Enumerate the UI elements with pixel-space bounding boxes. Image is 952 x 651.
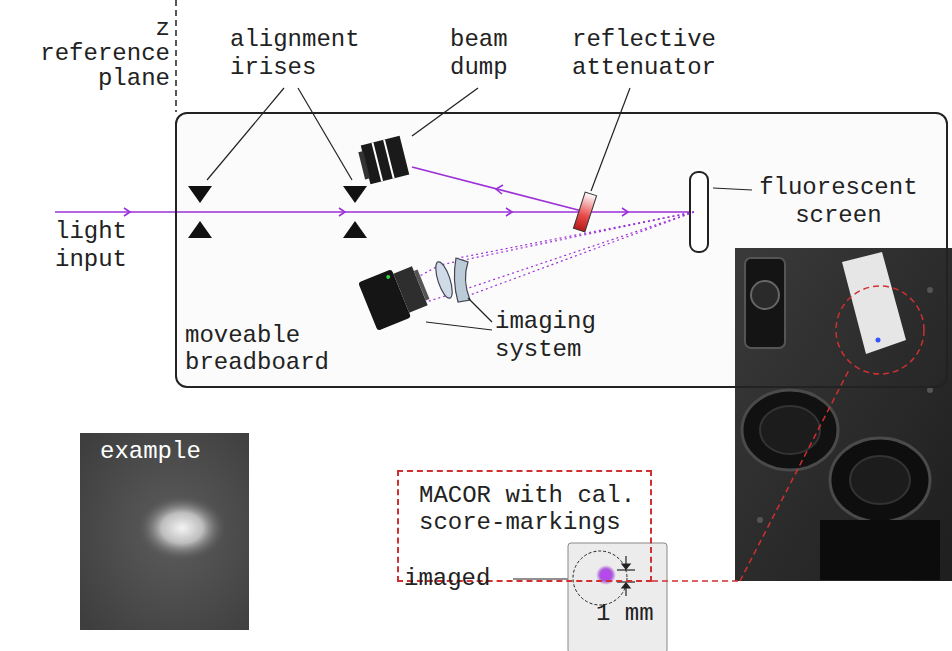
part-label: beam dump — [450, 26, 512, 82]
part-label: fluorescent screen — [757, 174, 920, 230]
example-image-panel: example — [80, 433, 249, 630]
beam-dump-symbol — [357, 136, 409, 185]
zoom-circle — [836, 286, 924, 374]
beam-arrow — [496, 185, 503, 194]
dimension-label: 1 mm — [596, 601, 658, 627]
node-text: MACOR with cal. score-markings — [419, 482, 639, 536]
photo-content — [742, 252, 940, 580]
region-label: imaged — [404, 566, 495, 592]
camera-symbol — [358, 260, 433, 331]
beam-spot — [136, 494, 228, 562]
input-label: light input — [55, 218, 131, 274]
part-label: imaging system — [495, 308, 600, 364]
zoom-line — [652, 368, 850, 581]
node-text: example — [100, 438, 220, 465]
beam-arrows — [124, 208, 628, 216]
attenuator-symbol — [573, 192, 596, 232]
reference-plane-label: z reference plane — [36, 16, 170, 91]
example-image — [80, 433, 249, 630]
part-label: alignment irises — [230, 26, 364, 82]
part-label: reflective attenuator — [572, 26, 720, 82]
reflected-beam — [412, 167, 582, 211]
imaging-rays — [416, 212, 694, 304]
setup-photo — [735, 248, 952, 581]
beam-spot — [596, 565, 616, 585]
node-text: moveable breadboard — [185, 322, 333, 376]
laser-beam — [55, 211, 694, 213]
imaged-region — [573, 551, 627, 605]
iris-symbol — [188, 186, 367, 238]
lens-symbol — [432, 258, 470, 302]
reference-plane-line — [175, 0, 177, 112]
dimension-mark — [617, 556, 635, 596]
macor-piece — [568, 543, 667, 651]
